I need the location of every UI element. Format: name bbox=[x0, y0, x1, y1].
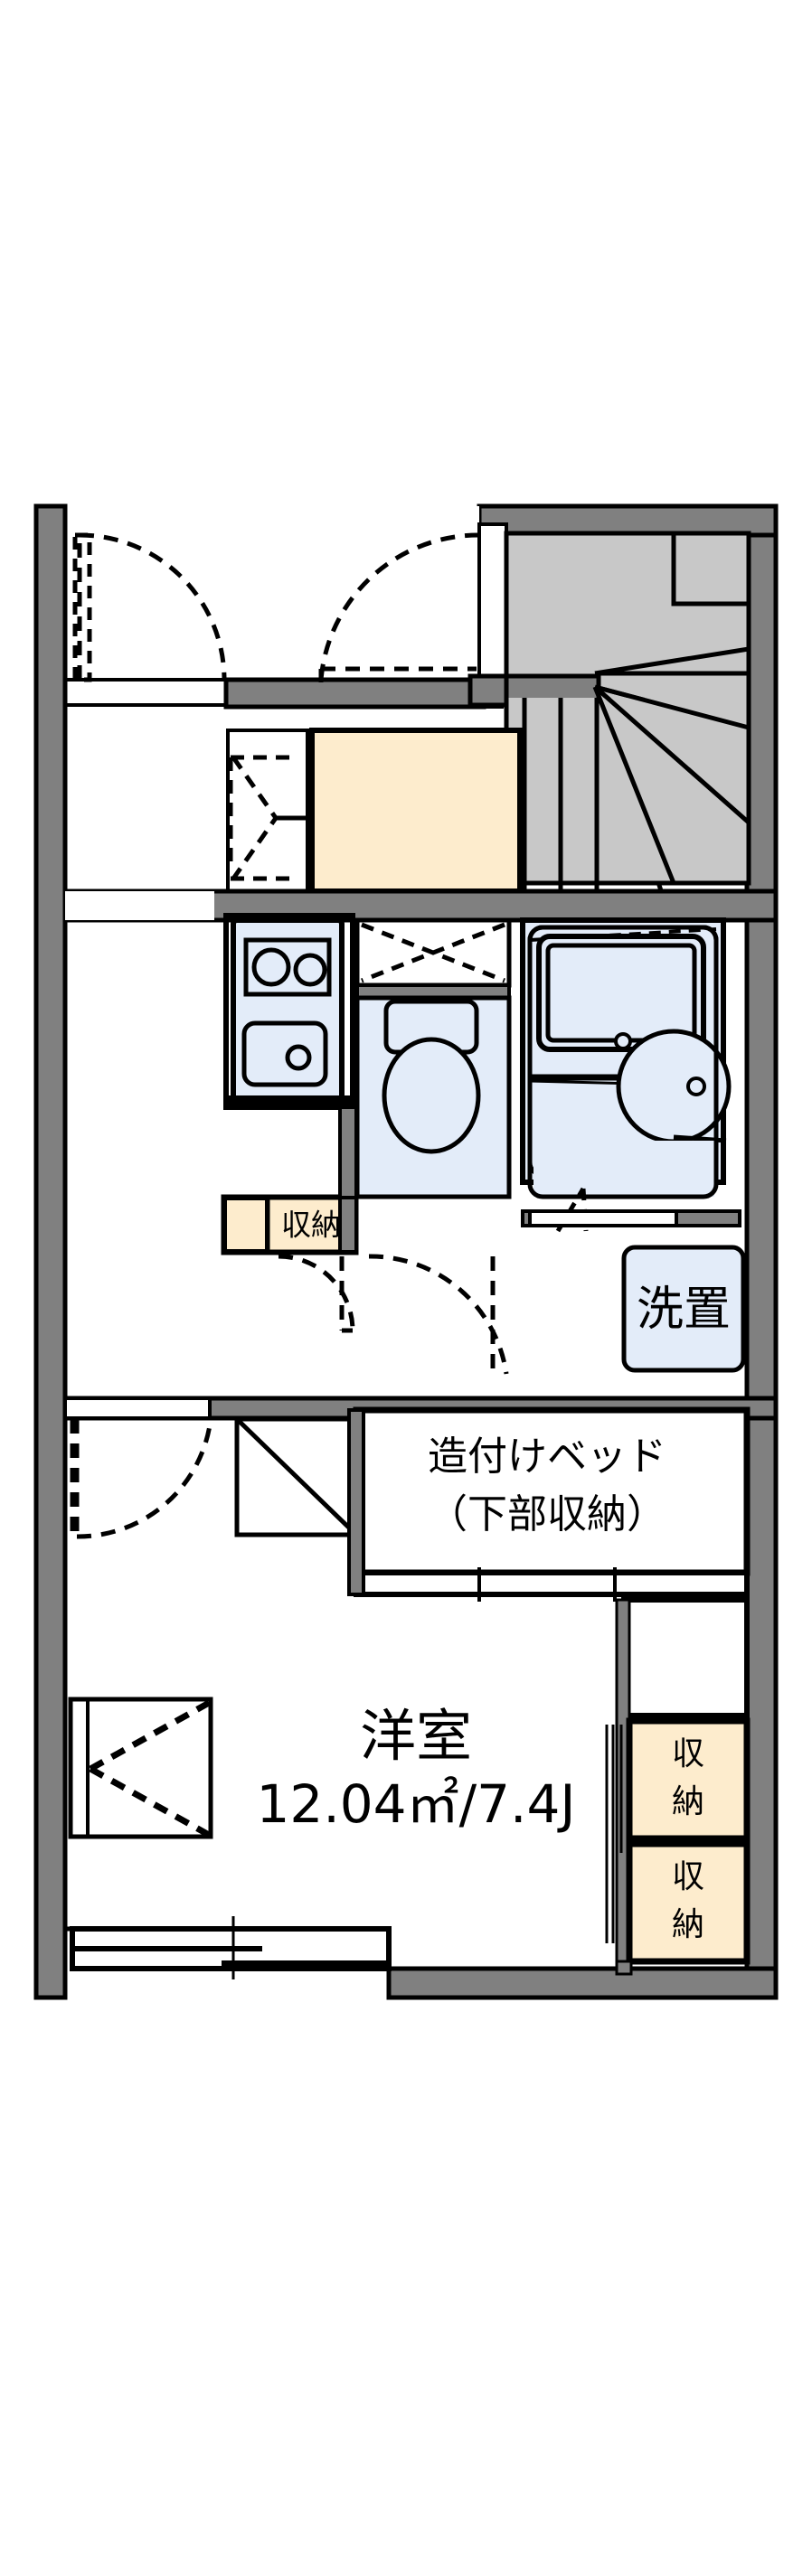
entrance-genkan bbox=[309, 728, 523, 894]
storage-box-upper bbox=[626, 1717, 751, 1842]
kitchen-partition-stub bbox=[338, 1105, 358, 1199]
bathroom-unit bbox=[520, 917, 741, 1233]
wet-zone-top-wall bbox=[62, 888, 779, 923]
storage-lower-label-char2: 納 bbox=[672, 1906, 704, 1943]
storage-upper-label-char1: 収 bbox=[672, 1735, 704, 1772]
washer-placement-label: 洗置 bbox=[637, 1283, 731, 1337]
balcony-window bbox=[70, 1916, 392, 1979]
kitchen-storage: 収納 bbox=[221, 1194, 359, 1255]
storage-lower-label-char1: 収 bbox=[672, 1858, 704, 1895]
bath-door-swing bbox=[368, 1254, 509, 1375]
side-window-upper bbox=[234, 1416, 359, 1537]
hall-door-leaf bbox=[477, 522, 508, 689]
storage-upper-label-char2: 納 bbox=[672, 1783, 704, 1820]
toilet-door-swing bbox=[278, 1254, 355, 1333]
built-in-bed: 造付けベッド （下部収納） bbox=[353, 1406, 751, 1602]
stove-burner-right bbox=[293, 953, 327, 987]
built-in-bed-label-line2: （下部収納） bbox=[428, 1491, 666, 1537]
bathtub-drain bbox=[614, 1032, 632, 1050]
outer-walls bbox=[33, 503, 779, 2000]
stove-burner-left bbox=[251, 947, 291, 987]
entrance-door-swing bbox=[72, 532, 227, 682]
right-storage-group: 収 納 収 納 bbox=[605, 1597, 751, 1976]
kitchen-unit bbox=[223, 913, 355, 1110]
washer-placement: 洗置 bbox=[621, 1245, 746, 1373]
toilet-fixture bbox=[382, 999, 481, 1154]
genkan-closet bbox=[226, 729, 312, 893]
kitchen-storage-label: 収納 bbox=[281, 1208, 341, 1243]
bed-left-partition bbox=[347, 1408, 365, 1596]
built-in-bed-label-line1: 造付けベッド bbox=[428, 1434, 666, 1480]
main-room-area: 12.04㎡/7.4J bbox=[257, 1773, 576, 1835]
sink-drain bbox=[285, 1044, 312, 1071]
toilet-room bbox=[354, 917, 512, 1199]
bathtub bbox=[536, 934, 706, 1052]
kitchen-stove bbox=[243, 937, 332, 997]
storage-box-lower bbox=[626, 1840, 751, 1965]
hall-door-swing bbox=[318, 532, 480, 682]
bedroom-top-wall bbox=[62, 1396, 779, 1421]
main-room: 洋室 12.04㎡/7.4J bbox=[257, 1703, 576, 1835]
room-door-swing bbox=[70, 1418, 213, 1539]
room-outline bbox=[62, 1418, 72, 1932]
entry-zone bbox=[63, 506, 504, 728]
side-window-lower bbox=[68, 1697, 213, 1839]
kitchen-sink bbox=[241, 1020, 328, 1087]
basin-drain bbox=[686, 1076, 706, 1096]
staircase bbox=[467, 531, 751, 973]
main-room-name: 洋室 bbox=[360, 1703, 472, 1769]
